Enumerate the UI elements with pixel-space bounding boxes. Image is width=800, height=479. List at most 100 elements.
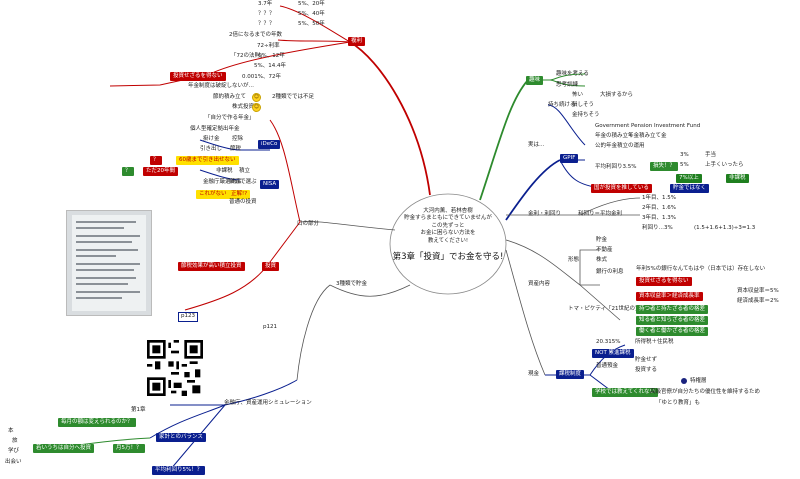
- smiley-icon: ☺: [252, 103, 261, 112]
- node-p1a: 資本収益率＝5%: [737, 288, 779, 294]
- node-gpif: GPIF: [560, 154, 579, 163]
- node-g9: 手当: [705, 152, 717, 158]
- node-c2c: 学び: [8, 448, 20, 454]
- node-r1: 3.7年: [258, 1, 273, 7]
- node-g15: 貯金ではなく: [670, 184, 710, 193]
- node-g8: 3%: [680, 152, 689, 158]
- node-p4: 働く者と働かざる者の格差: [636, 327, 709, 336]
- node-toshi: 投資: [262, 262, 280, 271]
- node-formula: (1.5+1.6+1.3)÷3=1.3: [694, 225, 756, 231]
- node-r1b: 5%、20年: [298, 1, 325, 7]
- node-y1: 1年目、1.5%: [642, 195, 676, 201]
- node-no-invest: 投資せざるを得ない: [170, 72, 226, 81]
- node-b1b: 思考訓練: [556, 82, 579, 88]
- node-school: 学校では教えてくれない: [592, 388, 659, 397]
- node-pension-fear: 年金制度は破綻しないが…: [188, 83, 255, 89]
- bullet-icon: [681, 378, 687, 384]
- node-p1b: 経済成長率＝2%: [737, 298, 779, 304]
- node-t1a: 所得税＋住民税: [635, 339, 674, 345]
- node-g4: 公的年金積立の運用: [595, 143, 645, 149]
- central-title: 第3章「投資」でお金を守る!: [392, 252, 504, 263]
- node-g2: 年金の積み立て: [595, 133, 634, 139]
- node-t1: 20.315%: [596, 339, 621, 345]
- node-tada20: ただ20年間: [143, 167, 178, 176]
- node-g13: 非課税: [726, 174, 749, 183]
- center-line: 大河内薫、若林杏樹: [423, 208, 473, 214]
- node-c1: 第1章: [131, 407, 146, 413]
- node-p3: 知る者と知らざる者の格差: [636, 316, 709, 325]
- node-q4: 個人型確定拠出年金: [190, 126, 240, 132]
- node-p1: 資本収益率＞経済成長率: [636, 292, 703, 301]
- node-n9: 普通の投資: [229, 199, 257, 205]
- node-sim: 金融庁、資産運用シミュレーション: [224, 400, 312, 406]
- node-ganri: 複利: [348, 37, 366, 46]
- node-s2: 高級官僚が自分たちの優位性を維持するため: [650, 389, 761, 395]
- node-g3: 年金積み立て金: [628, 133, 667, 139]
- node-g14: 国が投資を推している: [591, 184, 652, 193]
- node-c2b: 旅: [12, 438, 18, 444]
- node-naiyo: 3種類で貯金: [336, 281, 367, 287]
- node-n5: 金融庁厳選商品: [203, 179, 242, 185]
- node-nottax: NOT 累進課税: [592, 349, 634, 358]
- node-s3: 「ゆとり教育」も: [656, 400, 701, 406]
- node-b2a: 怖い: [572, 92, 584, 98]
- node-b2d: 金持ちそう: [572, 112, 600, 118]
- node-g10: 5%: [680, 162, 689, 168]
- node-q-mark2: ？: [122, 167, 134, 176]
- node-r2b: 5%、40年: [298, 11, 325, 17]
- node-g5: 平均利回り3.5%: [595, 164, 637, 170]
- node-t2: 普通預金: [596, 363, 619, 369]
- node-b3: 実は…: [528, 142, 545, 148]
- node-n6: 自分で選ぶ: [229, 179, 257, 185]
- node-q6: 控除: [232, 136, 244, 142]
- node-kore: これがない: [196, 190, 230, 199]
- node-b1: 趣味: [526, 76, 544, 85]
- node-p121[interactable]: p121: [263, 324, 277, 330]
- book-page-thumbnail: [66, 210, 152, 316]
- node-t2b: 投資する: [635, 367, 658, 373]
- node-kanyu: 節税効果が高い積立投資: [178, 262, 245, 271]
- node-kaigen: 正解!?: [228, 190, 251, 199]
- node-b1a: 趣味を考える: [556, 71, 589, 77]
- node-g11: 上手くいったら: [705, 162, 744, 168]
- node-f2: 6%、12年: [258, 53, 285, 59]
- node-p123[interactable]: p123: [178, 312, 198, 322]
- node-q3: 「自分で作る年金」: [205, 115, 255, 121]
- node-f3: 5%、14.4年: [254, 63, 286, 69]
- center-line: 教えてください!: [427, 237, 469, 244]
- center-line: お金に困らない方法を: [420, 230, 476, 237]
- node-q5: 掛け金: [203, 136, 220, 142]
- node-rule72: 「72の法則」: [231, 53, 266, 59]
- node-f1: 72÷利率: [257, 43, 280, 49]
- node-n2: 積立: [239, 168, 251, 174]
- node-frame-label: 口の部分: [297, 221, 320, 227]
- node-g12: 7%以上: [676, 174, 702, 183]
- node-genkin: 現金: [528, 371, 540, 377]
- node-k4: 銀行の利息: [596, 269, 624, 275]
- node-k4a: 年利5%の銀行なんてもはや（日本では）存在しない: [636, 266, 766, 272]
- central-topic: 大河内薫、若林杏樹 貯金すらまともにできていませんが この先ずっと お金に困らな…: [378, 208, 518, 262]
- node-age60: 60歳まで引き出せない: [176, 156, 239, 165]
- center-line: この先ずっと: [431, 222, 465, 229]
- node-ideco: iDeCo: [258, 140, 281, 149]
- node-avg: 平均利回り5%！？: [152, 466, 206, 475]
- smiley-icon: ☺: [252, 93, 261, 102]
- node-y3: 3年目、1.3%: [642, 215, 676, 221]
- node-piketty: トマ・ピケティ「21世紀の資本」: [568, 306, 652, 312]
- node-c2a: 本: [8, 428, 14, 434]
- node-q8: 節税: [230, 146, 242, 152]
- node-q1: 節約積み立て: [213, 94, 247, 100]
- node-nisa: NISA: [260, 180, 280, 189]
- node-b2b: 大損するから: [600, 92, 634, 98]
- node-b2: 持ち続ける: [548, 102, 576, 108]
- node-s1: 特権層: [690, 378, 707, 384]
- node-q-mark: ？: [150, 156, 162, 165]
- node-c1b: 月5万！？: [113, 444, 145, 453]
- node-q7: 引き出し: [200, 146, 223, 152]
- node-t2a: 貯金せず: [635, 357, 658, 363]
- node-steps: 2種類ででは不足: [272, 94, 314, 100]
- node-g7: 損失！？: [650, 162, 679, 171]
- node-f4: 0.001%、72年: [242, 74, 281, 80]
- node-bal: 家計とのバランス: [156, 433, 206, 442]
- node-c2d: 出会い: [5, 459, 22, 465]
